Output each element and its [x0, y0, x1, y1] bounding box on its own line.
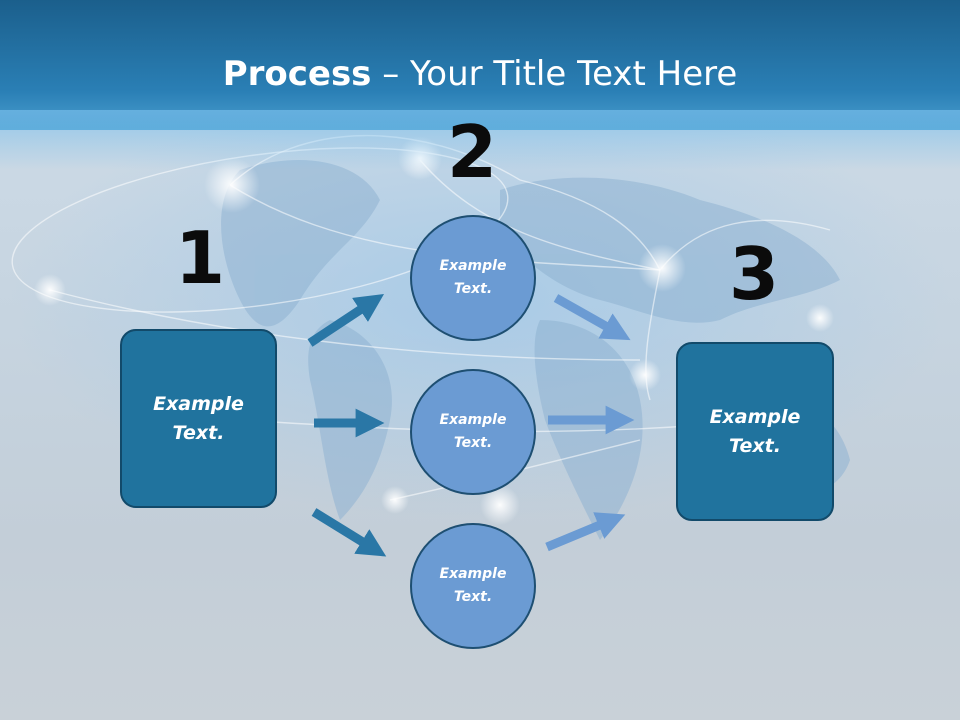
arrow-left-to-bottom [311, 508, 387, 557]
circle-middle: Example Text. [410, 369, 536, 495]
arrow-top-to-right [553, 294, 631, 341]
start-box: Example Text. [120, 329, 277, 508]
step-number-3: 3 [728, 232, 780, 316]
arrow-bottom-to-right [545, 512, 626, 552]
step-number-2: 2 [446, 110, 498, 194]
circle-middle-text: Example Text. [439, 412, 507, 451]
title-bar-glow [0, 110, 960, 170]
start-box-text: Example Text. [153, 392, 244, 444]
title-rest: – Your Title Text Here [371, 54, 738, 94]
end-box-text: Example Text. [709, 405, 801, 457]
slide-title: Process – Your Title Text Here [0, 52, 960, 96]
title-bar [0, 0, 960, 130]
circle-bottom-text: Example Text. [439, 566, 507, 605]
arrow-left-to-top [307, 294, 385, 347]
title-bold: Process [222, 54, 372, 94]
step-number-1: 1 [174, 216, 226, 300]
end-box: Example Text. [676, 342, 834, 521]
circle-top: Example Text. [410, 215, 536, 341]
circle-bottom: Example Text. [410, 523, 536, 649]
circle-top-text: Example Text. [439, 258, 507, 297]
